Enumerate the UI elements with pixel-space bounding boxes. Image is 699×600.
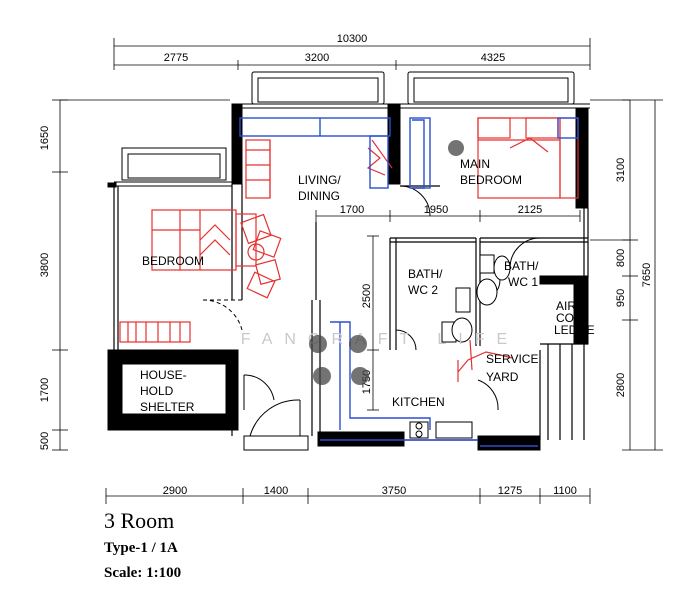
label-living-1: LIVING/ (298, 173, 341, 187)
dim-left-1: 1650 (39, 126, 51, 150)
dim-inner-3: 2125 (518, 204, 542, 216)
furniture-sketch-red (119, 117, 579, 382)
dim-top-1: 2775 (164, 52, 188, 64)
plan-title: 3 Room (104, 508, 175, 533)
dim-left-3: 1700 (39, 378, 51, 402)
watermark: FANCRAFT LIFE (241, 331, 519, 348)
dim-bottom-2: 1400 (264, 485, 288, 497)
label-shelter-2: HOLD (140, 384, 174, 398)
dim-inner-2: 1950 (424, 204, 448, 216)
blur-marks (309, 140, 464, 385)
room-labels: LIVING/ DINING MAIN BEDROOM BEDROOM BATH… (140, 157, 595, 414)
label-bedroom: BEDROOM (142, 254, 204, 268)
dim-top-2: 3200 (305, 52, 329, 64)
cabinetry-sketch-blue (239, 117, 579, 447)
label-bath1-2: WC 1 (508, 275, 538, 289)
dim-bottom-3: 3750 (382, 485, 406, 497)
label-shelter-3: SHELTER (140, 400, 195, 414)
dim-top-3: 4325 (481, 52, 505, 64)
label-aircon-3: LEDGE (554, 323, 595, 337)
doors (201, 185, 541, 437)
label-main-2: BEDROOM (460, 173, 522, 187)
dim-right-2: 800 (615, 249, 627, 267)
label-bath2-1: BATH/ (408, 267, 443, 281)
label-bath2-2: WC 2 (408, 283, 438, 297)
dim-right-1: 3100 (615, 158, 627, 182)
wall-outlines (113, 184, 589, 441)
label-service-1: SERVICE (486, 352, 538, 366)
dim-right-4: 2800 (615, 373, 627, 397)
label-main-1: MAIN (460, 157, 490, 171)
label-aircon-2: CON (556, 311, 583, 325)
dimension-lines (52, 38, 663, 504)
label-shelter-1: HOUSE- (140, 368, 187, 382)
dim-bottom-4: 1275 (498, 485, 522, 497)
walls (107, 103, 589, 451)
windows (114, 71, 590, 187)
label-aircon-1: AIR- (556, 299, 580, 313)
label-service-2: YARD (486, 370, 519, 384)
dim-top-total: 10300 (337, 33, 368, 45)
dimension-labels: 10300 2775 3200 4325 1650 3800 1700 500 … (39, 33, 653, 497)
dim-left-2: 3800 (39, 253, 51, 277)
dim-inner-v1: 2500 (361, 284, 373, 308)
dim-right-3: 950 (615, 289, 627, 307)
dim-left-4: 500 (39, 432, 51, 450)
dim-bottom-1: 2900 (163, 485, 187, 497)
plan-scale: Scale: 1:100 (104, 565, 182, 581)
plan-type: Type-1 / 1A (104, 540, 178, 556)
label-bath1-1: BATH/ (504, 259, 539, 273)
dim-inner-1: 1700 (340, 204, 364, 216)
dim-bottom-5: 1100 (553, 485, 577, 497)
label-living-2: DINING (298, 189, 340, 203)
bathroom-fixtures (409, 254, 511, 439)
label-kitchen: KITCHEN (392, 395, 445, 409)
dim-right-total: 7650 (641, 263, 653, 287)
